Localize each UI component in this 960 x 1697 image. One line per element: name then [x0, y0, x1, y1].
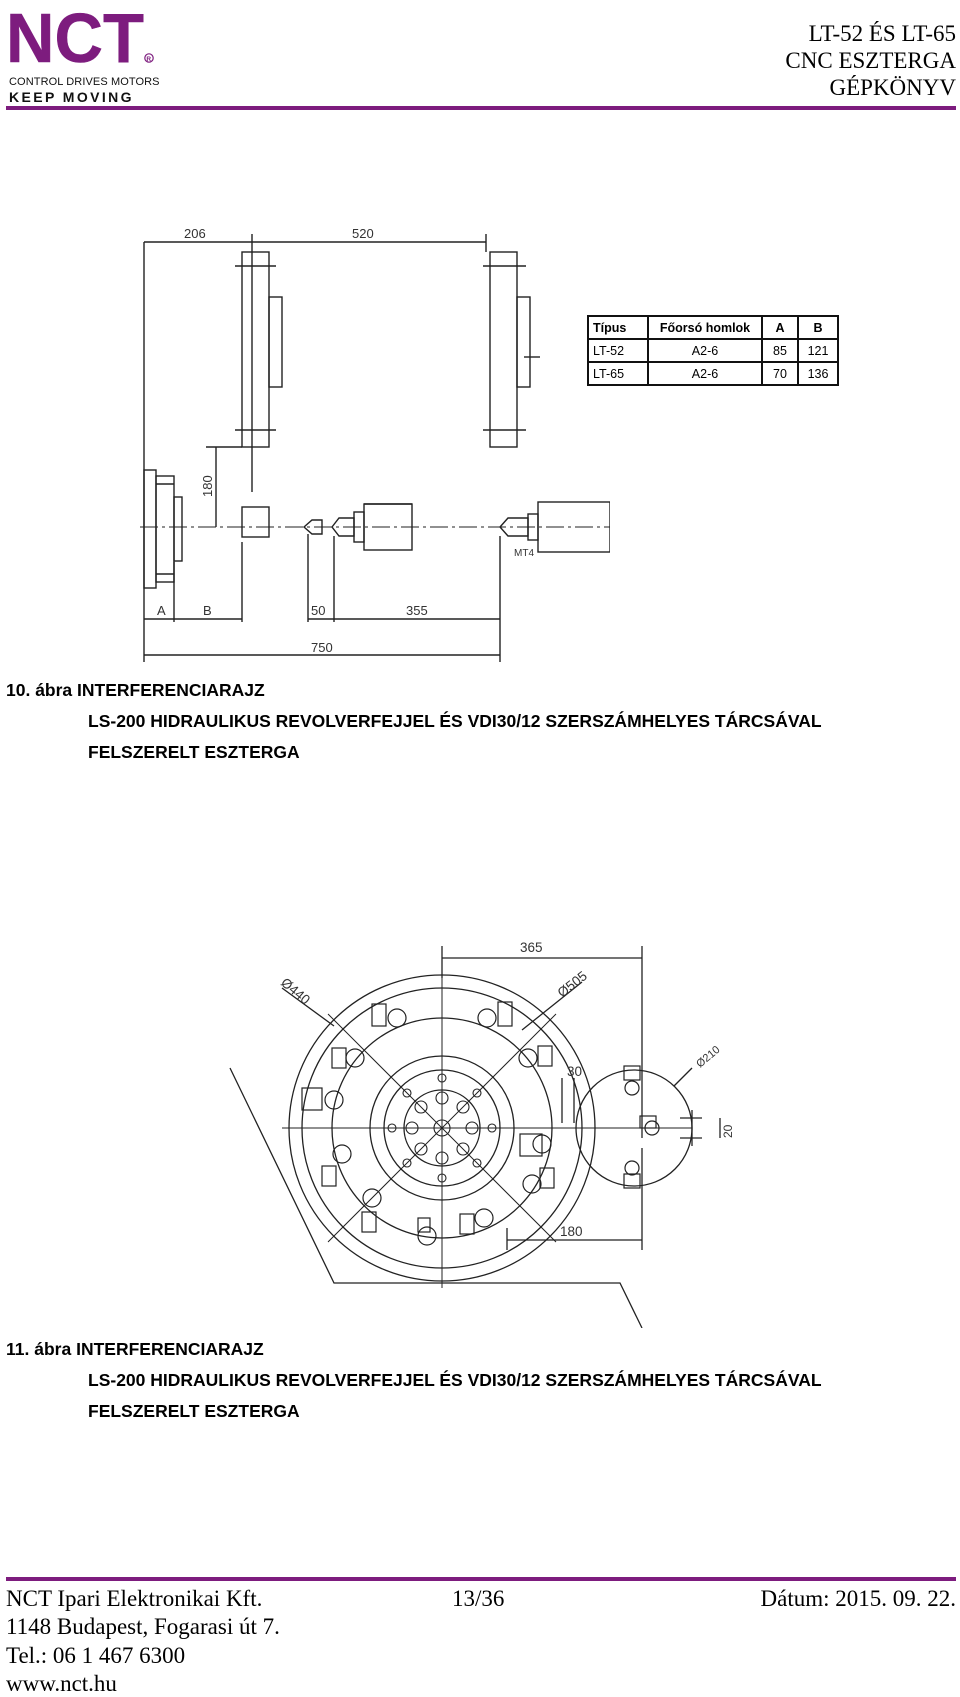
logo-tagline-1: CONTROL DRIVES MOTORS	[9, 76, 160, 88]
figure-10-description-line-1: LS-200 HIDRAULIKUS REVOLVERFEJJEL ÉS VDI…	[88, 711, 822, 731]
header-divider	[6, 106, 956, 110]
figure-10-caption: 10. ábra INTERFERENCIARAJZ	[6, 680, 265, 701]
dim-355: 355	[406, 603, 428, 618]
dim-180: 180	[560, 1224, 583, 1239]
footer-phone: Tel.: 06 1 467 6300	[6, 1643, 186, 1668]
table-cell: A2-6	[647, 338, 763, 363]
table-cell: LT-52	[587, 338, 649, 363]
footer-page-number: 13/36	[452, 1586, 505, 1611]
nct-logo: NCT R CONTROL DRIVES MOTORS KEEP MOVING	[6, 6, 160, 105]
svg-text:R: R	[146, 56, 151, 63]
figure-11-description-line-1: LS-200 HIDRAULIKUS REVOLVERFEJJEL ÉS VDI…	[88, 1370, 822, 1390]
nct-logo-mark: NCT R	[6, 6, 154, 70]
table-cell: LT-65	[587, 361, 649, 386]
dim-dia-210: Ø210	[694, 1044, 722, 1070]
title-line-2: CNC ESZTERGA	[785, 48, 956, 73]
table-row: LT-65 A2-6 70 136	[587, 361, 839, 386]
dim-dia-440: Ø440	[278, 975, 313, 1008]
footer-address: 1148 Budapest, Fogarasi út 7.	[6, 1614, 280, 1639]
table-header-row: Típus Főorsó homlok A B	[587, 315, 839, 340]
title-line-1: LT-52 ÉS LT-65	[808, 21, 956, 46]
figure-11-drawing: 365 Ø440 Ø505 30 Ø210 20 180	[229, 940, 735, 1328]
figure-11-caption: 11. ábra INTERFERENCIARAJZ	[6, 1339, 264, 1360]
table-cell: 85	[761, 338, 799, 363]
logo-tagline-2: KEEP MOVING	[9, 89, 134, 105]
logo-letters: NCT	[6, 6, 144, 70]
figure-10-number: 10. ábra	[6, 680, 73, 700]
table-cell: 70	[761, 361, 799, 386]
table-row: LT-52 A2-6 85 121	[587, 338, 839, 363]
figure-11-number: 11. ábra	[6, 1339, 72, 1359]
footer-company: NCT Ipari Elektronikai Kft.	[6, 1586, 263, 1611]
dim-520: 520	[352, 226, 374, 241]
dim-365: 365	[520, 940, 543, 955]
figure-11-description-line-2: FELSZERELT ESZTERGA	[88, 1401, 300, 1421]
footer-divider	[6, 1577, 956, 1581]
figure-10-drawing: 206 520 180 A B 50 355 750 MT4	[140, 226, 610, 662]
spindle-spec-table: Típus Főorsó homlok A B LT-52 A2-6 85 12…	[587, 315, 839, 386]
table-cell: A2-6	[647, 361, 763, 386]
table-header-cell: Típus	[587, 315, 649, 340]
table-header-cell: B	[797, 315, 839, 340]
dim-50: 50	[311, 603, 325, 618]
figure-10-description: LS-200 HIDRAULIKUS REVOLVERFEJJEL ÉS VDI…	[88, 706, 822, 768]
figure-10-description-line-2: FELSZERELT ESZTERGA	[88, 742, 300, 762]
title-line-3: GÉPKÖNYV	[829, 75, 957, 100]
footer-date: Dátum: 2015. 09. 22.	[760, 1586, 957, 1611]
figure-11-description: LS-200 HIDRAULIKUS REVOLVERFEJJEL ÉS VDI…	[88, 1365, 822, 1427]
dim-30: 30	[567, 1064, 582, 1079]
table-header-cell: Főorsó homlok	[647, 315, 763, 340]
dim-206: 206	[184, 226, 206, 241]
dim-a: A	[157, 603, 166, 618]
table-cell: 121	[797, 338, 839, 363]
label-mt4: MT4	[514, 548, 534, 559]
document-title: LT-52 ÉS LT-65 CNC ESZTERGA GÉPKÖNYV	[785, 20, 956, 101]
dim-dia-505: Ø505	[555, 968, 590, 1000]
dim-b: B	[203, 603, 212, 618]
table-cell: 136	[797, 361, 839, 386]
dim-180: 180	[200, 475, 215, 497]
footer-website: www.nct.hu	[6, 1671, 117, 1696]
figure-11-title: INTERFERENCIARAJZ	[76, 1339, 264, 1359]
dim-750: 750	[311, 640, 333, 655]
dim-20: 20	[721, 1124, 735, 1138]
table-header-cell: A	[761, 315, 799, 340]
figure-10-title: INTERFERENCIARAJZ	[77, 680, 265, 700]
